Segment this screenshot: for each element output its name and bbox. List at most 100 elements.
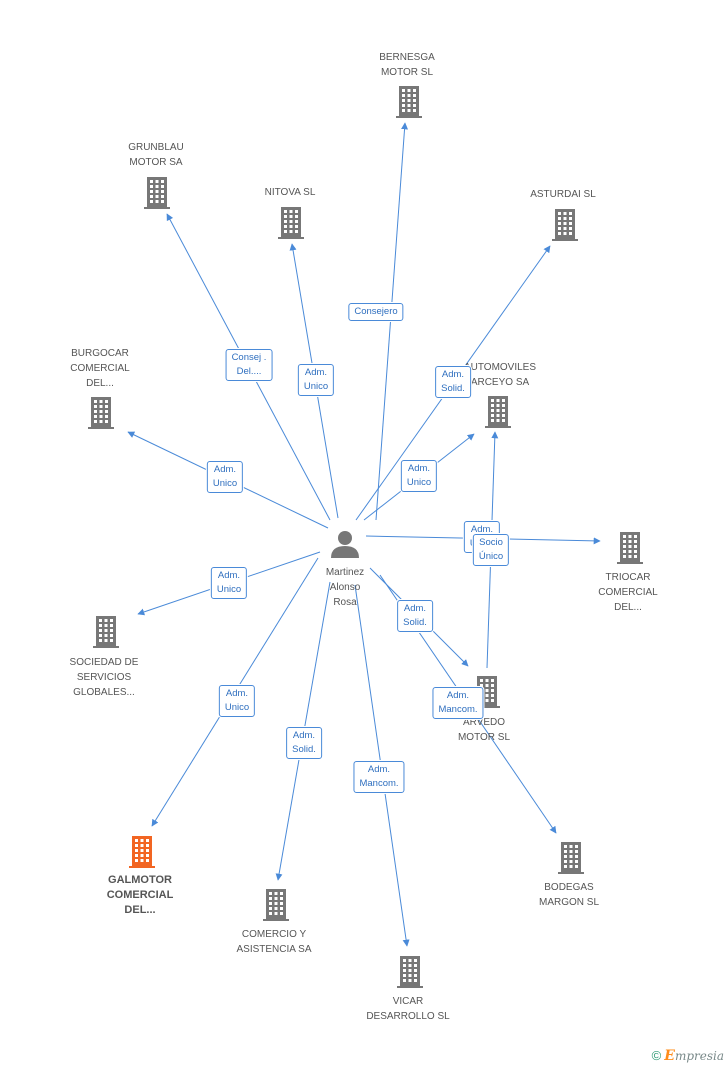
footer-brand: ©Empresia (652, 1048, 724, 1064)
person-label-line: Martinez (325, 567, 365, 578)
relation-label-galmotor[interactable]: Adm.Unico (218, 685, 256, 717)
company-label-bodegas: BODEGAS MARGON SL (539, 880, 599, 910)
relation-label-grunblau-line: Consej . (231, 352, 267, 363)
company-label-galmotor-line: COMERCIAL (106, 889, 174, 901)
building-icon-bernesga[interactable] (396, 86, 422, 118)
company-label-grunblau-line: MOTOR SA (129, 157, 183, 168)
company-label-burgocar-line: BURGOCAR (71, 348, 129, 359)
company-label-triocar-line: DEL... (614, 602, 642, 613)
company-label-galmotor: GALMOTOR COMERCIAL DEL... (107, 873, 174, 918)
company-label-burgocar-line: DEL... (86, 378, 114, 389)
relation-label-bodegas-line: Adm. (446, 690, 470, 701)
building-icon-automoviles[interactable] (485, 396, 511, 428)
building-icon-vicar[interactable] (397, 956, 423, 988)
company-label-bernesga-line: BERNESGA (379, 52, 435, 63)
relation-label-arvedo-solid[interactable]: Adm. Solid. (397, 600, 433, 632)
relation-label-sociedad-line: Unico (216, 584, 242, 595)
relation-label-sociedad-line: Adm. (217, 570, 241, 581)
company-label-vicar: VICAR DESARROLLO SL (366, 994, 449, 1024)
relation-label-grunblau[interactable]: Consej . Del.... (225, 349, 273, 381)
building-icon-galmotor[interactable] (129, 836, 155, 868)
company-label-arvedo-line: ARVEDO (462, 717, 506, 728)
building-icon-sociedad[interactable] (93, 616, 119, 648)
relation-label-burgocar[interactable]: Adm. Unico (206, 461, 244, 493)
relation-label-asturdai[interactable]: Adm. Solid. (435, 366, 471, 398)
company-label-automoviles-line: AUTOMOVILES (463, 362, 537, 373)
company-label-automoviles-line: ARCEYO SA (470, 377, 530, 388)
company-label-vicar-line: DESARROLLO SL (366, 1011, 450, 1022)
edge-bernesga (375, 122, 409, 521)
relation-label-comercio-line: Adm. (292, 730, 316, 741)
company-label-nitova: NITOVA SL (265, 185, 316, 200)
relation-label-automoviles-line: Unico (406, 477, 432, 488)
relation-label-vicar[interactable]: Adm. Mancom. (353, 761, 405, 793)
relation-label-arvedo-solid-line: Solid. (403, 617, 427, 628)
company-label-burgocar-line: COMERCIAL (70, 363, 130, 374)
company-label-vicar-line: VICAR (392, 996, 424, 1007)
company-label-sociedad-line: GLOBALES... (73, 687, 135, 698)
company-label-bernesga: BERNESGA MOTOR SL (379, 50, 435, 80)
company-label-arvedo: ARVEDO MOTOR SL (458, 715, 510, 745)
company-label-grunblau: GRUNBLAU MOTOR SA (128, 140, 184, 170)
company-label-triocar-line: COMERCIAL (598, 587, 658, 598)
edges-layer (127, 122, 601, 947)
relation-label-bodegas-line: Mancom. (438, 704, 478, 715)
building-icon-asturdai[interactable] (552, 209, 578, 241)
company-label-comercio-line: COMERCIO Y (241, 929, 307, 940)
company-label-automoviles: AUTOMOVILES ARCEYO SA (464, 360, 536, 390)
copyright-symbol: © (651, 1048, 662, 1063)
building-icon-burgocar[interactable] (88, 397, 114, 429)
building-icon-bodegas[interactable] (558, 842, 584, 874)
company-label-grunblau-line: GRUNBLAU (128, 142, 184, 153)
company-label-galmotor-line: GALMOTOR (108, 874, 172, 886)
relation-label-nitova-line: Adm. (304, 367, 328, 378)
relation-label-automoviles-line: Adm. (407, 463, 431, 474)
relation-label-burgocar-line: Unico (212, 478, 238, 489)
company-label-galmotor-line: DEL... (124, 904, 156, 916)
building-icon-triocar[interactable] (617, 532, 643, 564)
relation-label-burgocar-line: Adm. (213, 464, 237, 475)
relation-label-automoviles[interactable]: Adm. Unico (400, 460, 438, 492)
brand-name: mpresia (674, 1049, 724, 1063)
company-label-comercio: COMERCIO Y ASISTENCIA SA (236, 927, 311, 957)
relation-label-grunblau-line: Del.... (236, 366, 262, 377)
relation-label-arvedo-socio-line: Único (478, 551, 504, 562)
relation-label-arvedo-solid-line: Adm. (403, 603, 427, 614)
building-icon-comercio[interactable] (263, 889, 289, 921)
company-label-burgocar: BURGOCAR COMERCIAL DEL... (70, 346, 129, 391)
relation-label-arvedo-socio-line: Socio (479, 537, 503, 548)
relation-label-nitova-line: Unico (303, 381, 329, 392)
person-label-line: Rosa (333, 597, 357, 608)
relation-label-sociedad[interactable]: Adm. Unico (210, 567, 248, 599)
person-icon[interactable] (331, 531, 359, 558)
company-label-sociedad-line: SERVICIOS (76, 672, 132, 683)
company-label-asturdai: ASTURDAI SL (530, 187, 596, 202)
company-label-asturdai-line: ASTURDAI SL (530, 189, 596, 200)
relation-label-triocar-line: Adm. (470, 524, 494, 535)
company-label-bodegas-line: BODEGAS (544, 882, 594, 893)
relation-label-vicar-line: Mancom. (359, 778, 399, 789)
person-label-line: Alonso (329, 582, 361, 593)
company-label-bodegas-line: MARGON SL (538, 897, 600, 908)
relation-label-asturdai-line: Solid. (441, 383, 465, 394)
company-label-nitova-line: NITOVA SL (264, 187, 316, 198)
relation-label-bernesga[interactable]: Consejero (348, 303, 404, 321)
relation-label-galmotor-line: Adm. (225, 688, 249, 699)
company-label-bernesga-line: MOTOR SL (380, 67, 434, 78)
relation-label-vicar-line: Adm. (367, 764, 391, 775)
company-label-sociedad-line: SOCIEDAD DE (69, 657, 139, 668)
relation-label-nitova[interactable]: Adm. Unico (297, 364, 335, 396)
relation-label-comercio[interactable]: Adm. Solid. (286, 727, 322, 759)
company-label-arvedo-line: MOTOR SL (457, 732, 511, 743)
company-label-triocar-line: TRIOCAR (605, 572, 651, 583)
company-label-comercio-line: ASISTENCIA SA (236, 944, 312, 955)
relation-label-comercio-line: Solid. (292, 744, 316, 755)
building-icon-nitova[interactable] (278, 207, 304, 239)
company-label-sociedad: SOCIEDAD DE SERVICIOS GLOBALES... (70, 655, 139, 700)
relation-label-bodegas[interactable]: Adm. Mancom. (432, 687, 484, 719)
building-icon-grunblau[interactable] (144, 177, 170, 209)
relation-label-asturdai-line: Adm. (441, 369, 465, 380)
brand-initial: E (664, 1048, 675, 1064)
